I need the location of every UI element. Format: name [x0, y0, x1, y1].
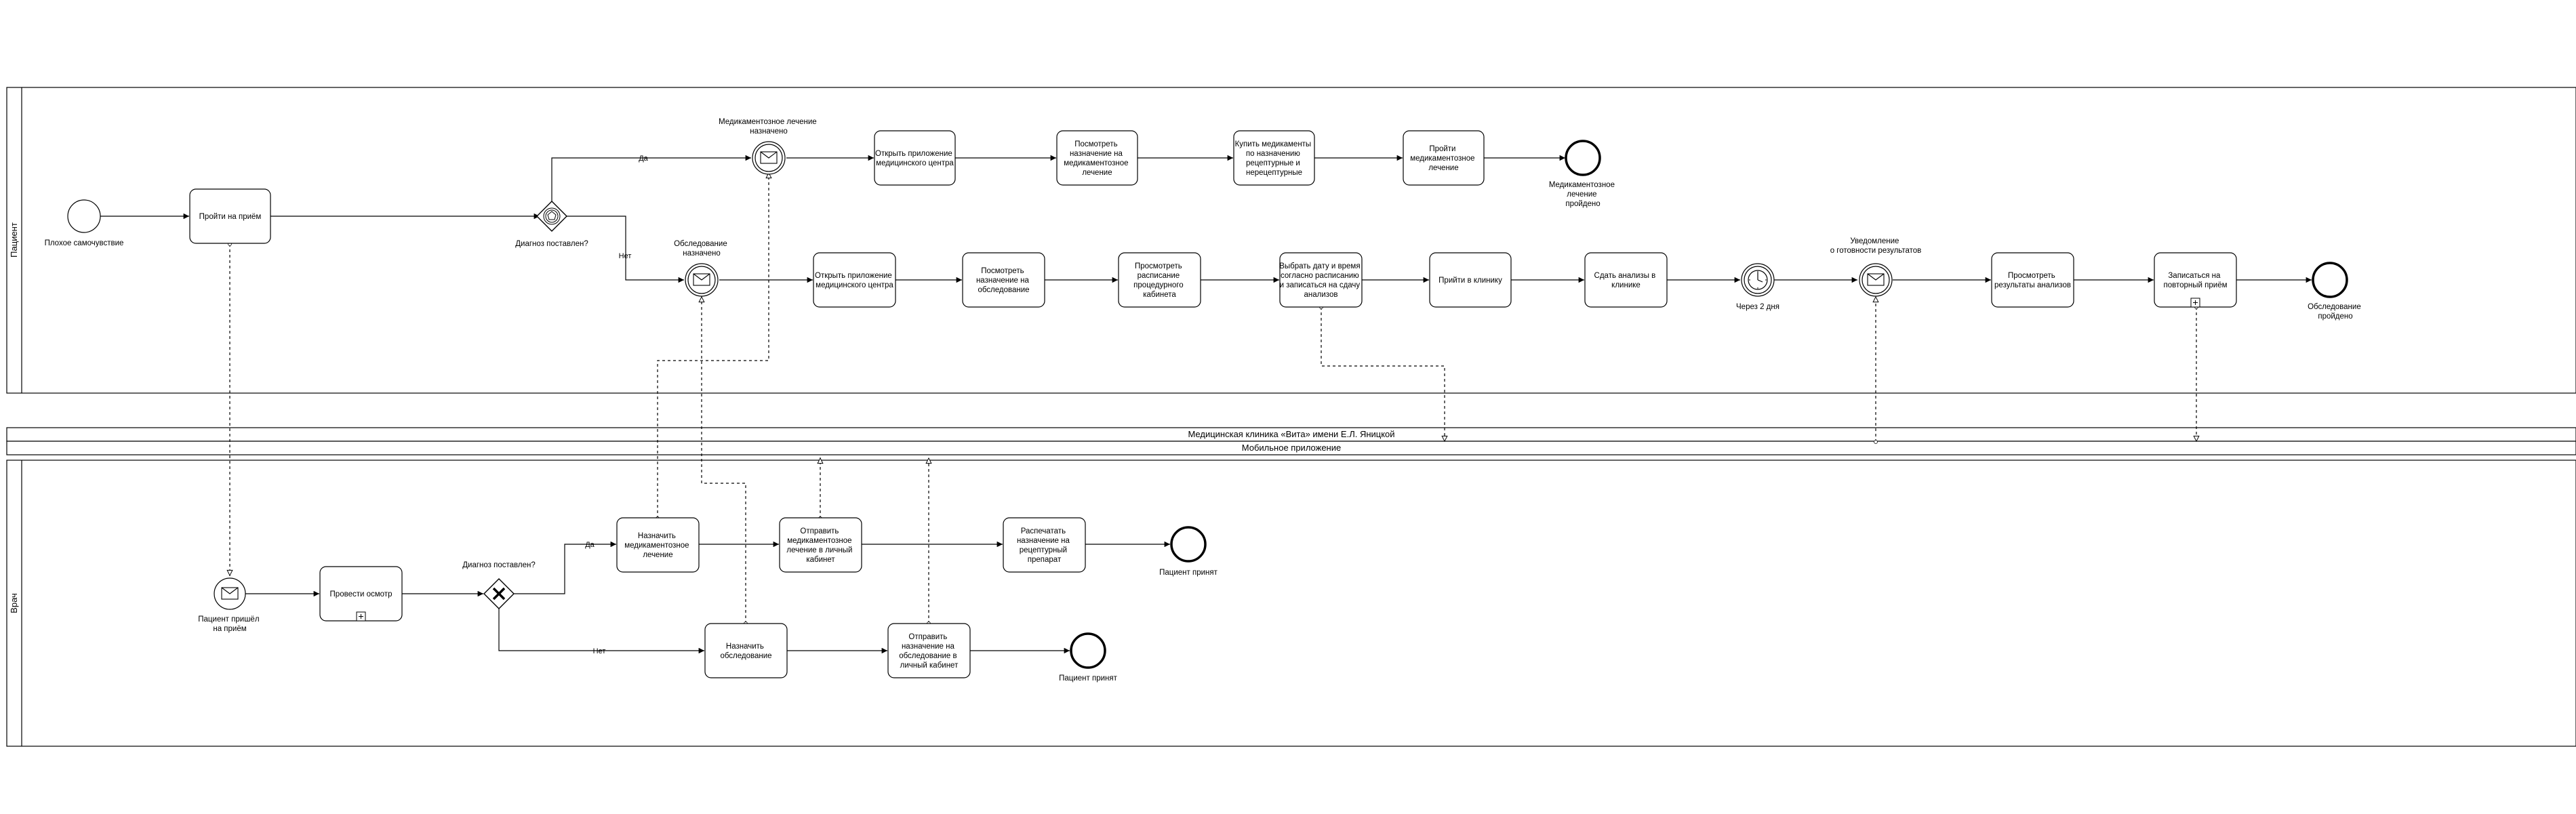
- svg-text:Прийти в клинику: Прийти в клинику: [1438, 277, 1502, 285]
- message-event-examination[interactable]: Обследование назначено: [674, 240, 729, 297]
- task-send-drugs[interactable]: Отправить медикаментозное лечение в личн…: [779, 517, 862, 573]
- svg-text:Посмотреть назначение на: Посмотреть назначение на медикаментозное…: [1064, 140, 1131, 177]
- task-buy-drugs[interactable]: Купить медикаменты по назначению рецепту…: [1233, 130, 1315, 186]
- flow-label-no-patient: Нет: [619, 252, 632, 260]
- svg-text:Обследование пройдено: Обследование пройдено: [2308, 303, 2363, 321]
- svg-text:Пациент принят: Пациент принят: [1159, 569, 1218, 577]
- gateway-diagnosis-doctor[interactable]: Диагноз поставлен?: [462, 561, 536, 609]
- svg-text:Просмотреть результаты а: Просмотреть результаты анализов: [1994, 272, 2071, 289]
- end-event-examination[interactable]: Обследование пройдено: [2308, 262, 2363, 321]
- start-message-patient-arrived[interactable]: Пациент пришёл на приём: [198, 577, 261, 633]
- timer-event-2-days[interactable]: Через 2 дня: [1736, 263, 1779, 311]
- svg-text:Назначить медикаментозно: Назначить медикаментозное лечение: [624, 532, 691, 559]
- sequence-flows-doctor: [245, 541, 1170, 654]
- pool-app: Мобильное приложение: [6, 441, 2576, 455]
- pool-app-title: Мобильное приложение: [1242, 443, 1341, 453]
- task-open-app-2[interactable]: Открыть приложение медицинского центра: [813, 252, 896, 308]
- task-view-results[interactable]: Просмотреть результаты анализов: [1991, 252, 2074, 308]
- svg-text:Провести осмотр: Провести осмотр: [330, 590, 393, 598]
- task-exam[interactable]: Провести осмотр: [319, 566, 403, 622]
- end-event-treatment[interactable]: Медикаментозное лечение пройдено: [1549, 140, 1617, 208]
- svg-text:Открыть приложение медиц: Открыть приложение медицинского центра: [815, 272, 894, 289]
- task-go-appointment-label: Пройти на приём: [199, 213, 262, 221]
- task-view-schedule[interactable]: Просмотреть расписание процедурного каби…: [1118, 252, 1201, 308]
- end-event-patient-accepted-1[interactable]: Пациент принят: [1159, 526, 1218, 577]
- svg-text:Диагноз поставлен?: Диагноз поставлен?: [462, 561, 536, 569]
- svg-text:Медикаментозное лечение: Медикаментозное лечение пройдено: [1549, 181, 1617, 208]
- task-prescribe-exam[interactable]: Назначить обследование: [704, 623, 788, 678]
- task-print-prescription[interactable]: Распечатать назначение на рецептурный пр…: [1003, 517, 1086, 573]
- message-event-drug-treatment-label: Медикаментозное лечение назначено: [719, 118, 819, 136]
- task-choose-date[interactable]: Выбрать дату и время согласно расписанию…: [1279, 252, 1363, 308]
- flow-label-no-doctor: Нет: [593, 647, 606, 655]
- sequence-flows-patient: [98, 155, 2312, 283]
- task-view-exam-prescription[interactable]: Посмотреть назначение на обследование: [962, 252, 1045, 308]
- message-event-examination-label: Обследование назначено: [674, 240, 729, 258]
- gateway-diagnosis-patient-label: Диагноз поставлен?: [515, 240, 588, 248]
- svg-text:Отправить медикаментозно: Отправить медикаментозное лечение в личн…: [786, 527, 854, 564]
- svg-text:Купить медикаменты по на: Купить медикаменты по назначению рецепту…: [1235, 140, 1314, 177]
- message-event-results-ready[interactable]: Уведомление о готовности результатов: [1830, 237, 1922, 297]
- pool-patient-title: Пациент: [9, 222, 19, 258]
- start-event-label: Плохое самочувствие: [45, 239, 124, 247]
- svg-text:Пациент принят: Пациент принят: [1059, 674, 1118, 683]
- flow-label-yes-doctor: Да: [585, 541, 595, 549]
- svg-text:Назначить обследование: Назначить обследование: [720, 643, 771, 660]
- svg-text:Пройти медикаментозное: Пройти медикаментозное лечение: [1410, 145, 1477, 172]
- end-event-patient-accepted-2[interactable]: Пациент принят: [1059, 632, 1118, 683]
- start-event-bad-feeling[interactable]: Плохое самочувствие: [45, 199, 124, 247]
- msg-drug-line-1: Медикаментозное лечение: [719, 118, 817, 126]
- svg-text:Просмотреть расписание: Просмотреть расписание процедурного каби…: [1133, 262, 1186, 299]
- task-prescribe-drugs[interactable]: Назначить медикаментозное лечение: [616, 517, 700, 573]
- clock-icon: [1748, 270, 1768, 290]
- svg-text:Пациент пришёл на приём: Пациент пришёл на приём: [198, 615, 261, 633]
- task-send-exam[interactable]: Отправить назначение на обследование в л…: [887, 623, 971, 678]
- message-flows: [230, 172, 2196, 624]
- svg-text:Сдать анализы в клинике: Сдать анализы в клинике: [1594, 272, 1658, 289]
- msg-drug-line-2: назначено: [750, 127, 788, 136]
- gateway-diagnosis-patient[interactable]: Диагноз поставлен?: [515, 201, 588, 248]
- task-open-app-1[interactable]: Открыть приложение медицинского центра: [874, 130, 956, 186]
- svg-text:Записаться на повторный: Записаться на повторный приём: [2164, 272, 2228, 289]
- pool-doctor: Врач: [6, 460, 2576, 747]
- task-take-treatment[interactable]: Пройти медикаментозное лечение: [1403, 130, 1485, 186]
- task-give-tests[interactable]: Сдать анализы в клинике: [1584, 252, 1668, 308]
- pool-clinic: Медицинская клиника «Вита» имени Е.Л. Ян…: [6, 427, 2576, 442]
- timer-label: Через 2 дня: [1736, 303, 1779, 311]
- task-go-appointment[interactable]: Пройти на приём: [189, 188, 271, 244]
- svg-text:Уведомление о готовности: Уведомление о готовности результатов: [1830, 237, 1922, 255]
- task-view-drug-prescription[interactable]: Посмотреть назначение на медикаментозное…: [1056, 130, 1138, 186]
- svg-text:Выбрать дату и время сог: Выбрать дату и время согласно расписанию…: [1279, 262, 1363, 299]
- message-event-drug-treatment[interactable]: Медикаментозное лечение назначено: [719, 118, 819, 175]
- svg-text:Распечатать назначение н: Распечатать назначение на рецептурный пр…: [1017, 527, 1072, 564]
- task-go-clinic[interactable]: Прийти в клинику: [1429, 252, 1512, 308]
- svg-text:Открыть приложение медиц: Открыть приложение медицинского центра: [875, 150, 954, 167]
- flow-label-yes-patient: Да: [639, 155, 648, 163]
- pool-doctor-title: Врач: [9, 593, 19, 613]
- svg-text:Отправить назначение на: Отправить назначение на обследование в л…: [899, 633, 959, 670]
- pool-clinic-title: Медицинская клиника «Вита» имени Е.Л. Ян…: [1188, 429, 1394, 439]
- task-book-followup[interactable]: Записаться на повторный приём: [2154, 252, 2237, 308]
- svg-text:Посмотреть назначение на: Посмотреть назначение на обследование: [976, 267, 1031, 294]
